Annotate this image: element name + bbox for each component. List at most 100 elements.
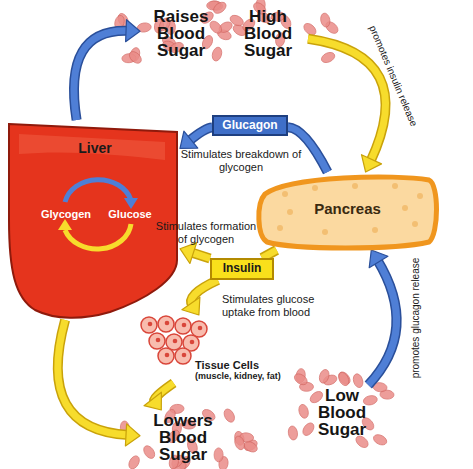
arrowhead [180,243,197,264]
blood-cell [127,454,142,469]
edge-label: Stimulates formation of glycogen [150,220,262,246]
pancreas-texture [392,183,398,189]
cell-nucleus [165,353,170,358]
blood-cell [318,368,331,384]
pancreas-texture [282,191,288,197]
connector-arrow [144,383,174,410]
cell-nucleus [182,323,187,328]
pancreas-texture [322,229,328,235]
liver-organ: LiverGlycogenGlucose [5,120,180,320]
edge-label: Stimulates glucose uptake from blood [222,293,326,319]
blood-cell [127,49,143,65]
blood-cell [292,372,309,387]
arrowhead [369,250,388,268]
pancreas-texture [287,209,293,215]
connector-arrow [182,280,218,315]
blood-sugar-state: Raises Blood Sugar [140,6,222,60]
pancreas-organ: Pancreas [255,172,440,250]
blood-sugar-state: High Blood Sugar [228,6,308,60]
blood-cell [297,403,309,419]
node-text: (muscle, kidney, fat) [195,371,309,382]
cell-nucleus [182,353,187,358]
blood-cell [308,389,325,405]
blood-cell [320,50,336,64]
hormone-box: Glucagon [212,115,288,136]
connector-arrow [262,250,277,258]
arrowhead [362,155,382,172]
connector-arrow [58,320,140,446]
node-text: High Blood Sugar [228,8,308,59]
pancreas-texture [352,183,358,189]
liver-highlight [19,134,165,160]
tissue-cell [141,317,157,333]
tissue-cell [175,318,191,334]
pancreas-texture [312,185,318,191]
node-text: Glucose [101,208,159,221]
node-text: Lowers Blood Sugar [140,412,226,463]
tissue-cell [149,333,165,349]
edge-label: Stimulates breakdown of glycogen [180,148,302,174]
blood-cell [141,444,156,461]
cell-nucleus [190,340,195,345]
tissue-cells-illustration [139,315,213,365]
pancreas-outline [259,177,437,248]
blood-cell [372,433,389,447]
arrowhead [180,131,198,148]
tissue-cells: Tissue Cells(muscle, kidney, fat) [135,315,310,383]
pancreas-texture [277,225,283,231]
blood-cell [320,12,332,27]
node-text: Tissue Cells [195,359,305,372]
arrowhead [126,20,140,42]
connector-arrow [180,243,210,264]
cycle-arc [65,180,131,202]
connector-outline [58,320,129,435]
cell-nucleus [198,326,203,331]
arrowhead [144,392,161,410]
pancreas-texture [412,221,418,227]
node-text: Low Blood Sugar [304,387,380,438]
pancreas-texture [372,227,378,233]
blood-cell [337,371,351,388]
node-text: Glucagon [214,117,286,134]
connector-outline [368,260,396,385]
connector-outline [74,31,129,120]
blood-cell [214,448,223,462]
edge-label: promotes glucagon release [410,243,422,393]
hormone-box: Insulin [210,258,274,280]
connector-arrow [74,20,140,120]
connector-outline [189,128,212,142]
node-text: Insulin [212,260,272,277]
connector-band [308,39,386,162]
connector-band [58,320,129,435]
pancreas-texture [417,193,423,199]
connector-band [189,128,212,142]
node-text: Pancreas [300,200,395,217]
tissue-cell [158,316,174,332]
connector-arrow [180,128,212,149]
blood-sugar-state: Low Blood Sugar [304,385,380,441]
blood-cell [212,0,229,16]
connector-band [368,260,396,385]
connector-band [74,31,129,120]
cell-nucleus [156,338,161,343]
blood-sugar-state: Lowers Blood Sugar [140,410,226,466]
cycle-arrowhead [124,198,138,209]
blood-cell [208,19,224,35]
node-text: Liver [65,140,125,156]
connector-outline [308,39,386,162]
blood-cell [211,46,224,62]
connector-arrow [368,250,396,385]
tissue-cell [158,348,174,364]
connector-outline [262,250,277,258]
cycle-arrowhead [58,219,72,230]
node-text: Glycogen [33,208,99,221]
blood-cell [233,435,246,451]
liver-outline [9,124,177,318]
connector-band [262,250,277,258]
edge-label: promotes insulin release [360,9,426,143]
cell-nucleus [165,321,170,326]
pancreas-texture [402,205,408,211]
cycle-arc [65,224,131,249]
blood-cell [301,421,317,438]
